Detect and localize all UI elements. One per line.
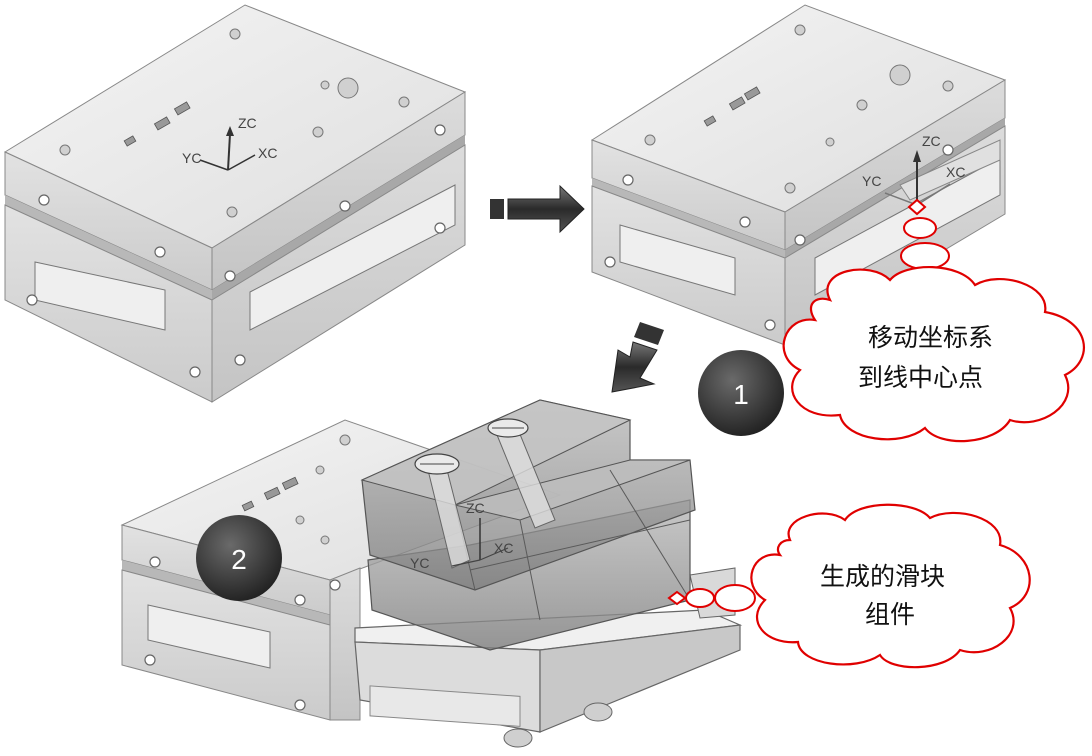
slider-assembly (354, 399, 743, 748)
csys-slider: ZC YC XC (410, 500, 513, 571)
step-number-1: 1 (733, 379, 749, 410)
arrow-down-left-icon (611, 322, 664, 393)
mold-base-moved-csys (590, 4, 1007, 346)
axis-label-yc: YC (410, 555, 429, 571)
axis-label-xc: XC (258, 145, 277, 161)
callout-move-csys-line1: 移动坐标系 (868, 323, 993, 352)
csys-moved: ZC YC XC (862, 133, 965, 216)
axis-label-zc: ZC (922, 133, 941, 149)
axis-label-yc: YC (182, 150, 201, 166)
arrow-right-icon (490, 184, 585, 234)
axis-label-xc: XC (494, 540, 513, 556)
callout-slider-line2: 组件 (865, 600, 915, 629)
callout-slider-assembly: 生成的滑块 组件 (685, 503, 1031, 669)
callout-move-csys-line2: 到线中心点 (858, 363, 983, 392)
axis-label-xc: XC (946, 164, 965, 180)
axis-label-zc: ZC (466, 500, 485, 516)
csys-original: ZC YC XC (182, 115, 277, 171)
callout-slider-line1: 生成的滑块 (820, 562, 945, 591)
mold-base-original (3, 4, 467, 403)
callout-move-csys: 移动坐标系 到线中心点 (782, 217, 1085, 443)
axis-label-zc: ZC (238, 115, 257, 131)
step-badge-2: 2 (196, 515, 282, 601)
step-number-2: 2 (231, 544, 247, 575)
axis-label-yc: YC (862, 173, 881, 189)
step-badge-1: 1 (698, 350, 784, 436)
